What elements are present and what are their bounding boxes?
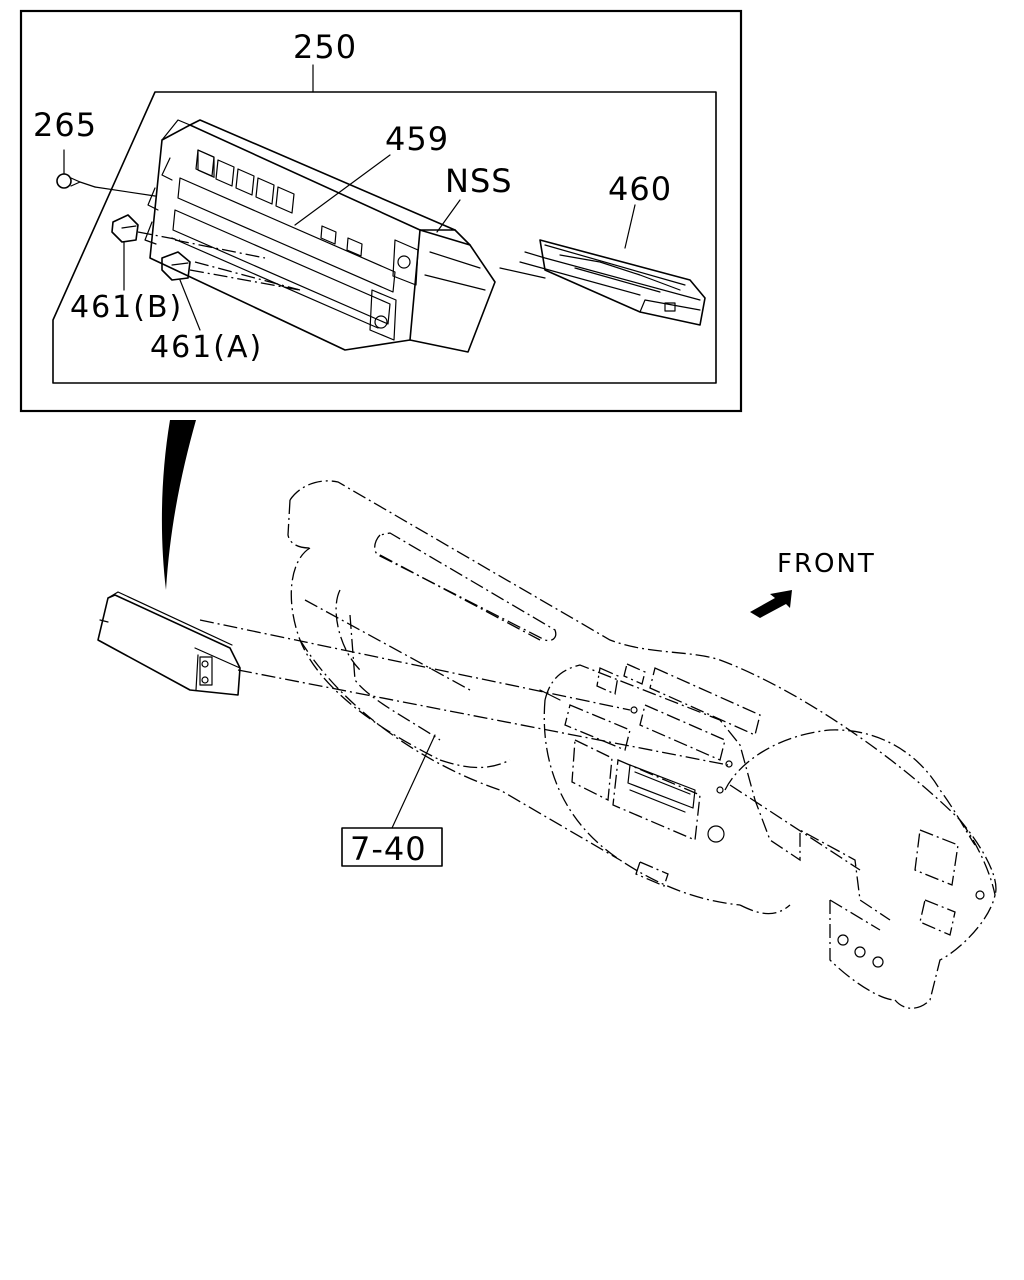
- knob-a-part: [161, 251, 301, 291]
- panel-installed-view: [97, 591, 729, 766]
- callout-nss: NSS: [445, 162, 513, 200]
- callout-460: 460: [608, 170, 672, 208]
- detail-inset: [19, 9, 743, 413]
- inset-pointer-wedge: [161, 420, 196, 590]
- callout-459: 459: [385, 120, 449, 158]
- inset-outer-frame: [19, 9, 743, 413]
- callout-461b: 461(B): [70, 290, 183, 325]
- callout-461a: 461(A): [150, 330, 263, 365]
- inset-leader-lines: [63, 64, 636, 331]
- screw-part: [56, 173, 156, 197]
- inset-group-box: [52, 91, 717, 384]
- control-panel-assembly: [144, 119, 496, 353]
- reference-callout: 7-40: [341, 734, 443, 868]
- callout-265: 265: [33, 106, 97, 144]
- front-direction-indicator: FRONT: [750, 549, 876, 618]
- front-arrow-icon: [750, 590, 792, 618]
- callout-7-40: 7-40: [350, 830, 427, 868]
- callout-250: 250: [293, 28, 357, 66]
- front-label: FRONT: [777, 549, 876, 579]
- dashboard-outline: [287, 480, 997, 1009]
- reference-box: [341, 827, 443, 867]
- unit-460-part: [499, 239, 706, 326]
- knob-b-part: [111, 214, 181, 243]
- panel-buttons: [195, 149, 363, 257]
